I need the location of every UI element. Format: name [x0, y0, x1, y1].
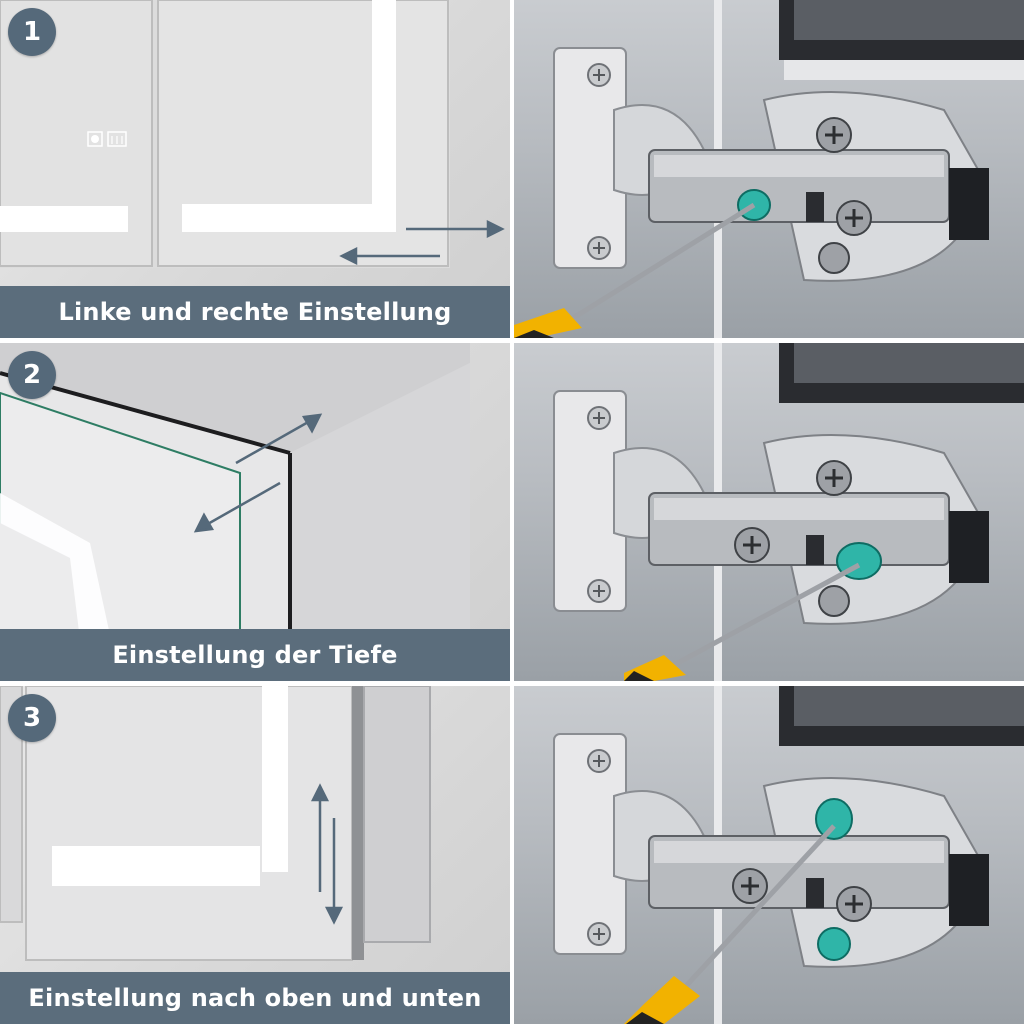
highlight-screw	[817, 927, 851, 961]
screwdriver-icon	[624, 824, 836, 1024]
screwdriver-icon	[624, 562, 861, 681]
step-caption: Einstellung der Tiefe	[0, 629, 510, 681]
step-3-hinge-photo	[514, 686, 1024, 1024]
hinge-icon	[553, 343, 1024, 681]
hinge-icon	[553, 686, 1024, 1024]
step-number-badge: 2	[8, 351, 56, 399]
step-2-mirror-illustration: 2 Einstellung der Tiefe	[0, 343, 510, 681]
step-number-badge: 1	[8, 8, 56, 56]
step-1-hinge-photo	[514, 0, 1024, 338]
screw-icon	[587, 749, 611, 946]
mirror-cabinet-front-image	[0, 0, 505, 268]
screw-icon	[587, 63, 611, 260]
step-1-mirror-illustration: 1 Linke und rechte Einstellung	[0, 0, 510, 338]
mirror-brightness-icon	[87, 131, 103, 147]
step-3: 3 Einstellung nach oben und unten	[0, 686, 1024, 1024]
screwdriver-icon	[514, 202, 756, 338]
step-caption: Linke und rechte Einstellung	[0, 286, 510, 338]
highlight-screw	[815, 798, 853, 840]
step-1: 1 Linke und rechte Einstellung	[0, 0, 1024, 338]
step-caption: Einstellung nach oben und unten	[0, 972, 510, 1024]
arrow-icon	[193, 413, 323, 533]
arrow-icon	[310, 783, 344, 925]
mirror-cabinet-side-view-image	[0, 686, 431, 961]
step-2: 2 Einstellung der Tiefe	[0, 343, 1024, 681]
hinge-icon	[514, 0, 1024, 338]
defog-icon	[107, 131, 127, 147]
step-3-mirror-illustration: 3 Einstellung nach oben und unten	[0, 686, 510, 1024]
arrow-icon	[339, 219, 505, 266]
screw-icon	[587, 406, 611, 603]
step-2-hinge-photo	[514, 343, 1024, 681]
step-number-badge: 3	[8, 694, 56, 742]
